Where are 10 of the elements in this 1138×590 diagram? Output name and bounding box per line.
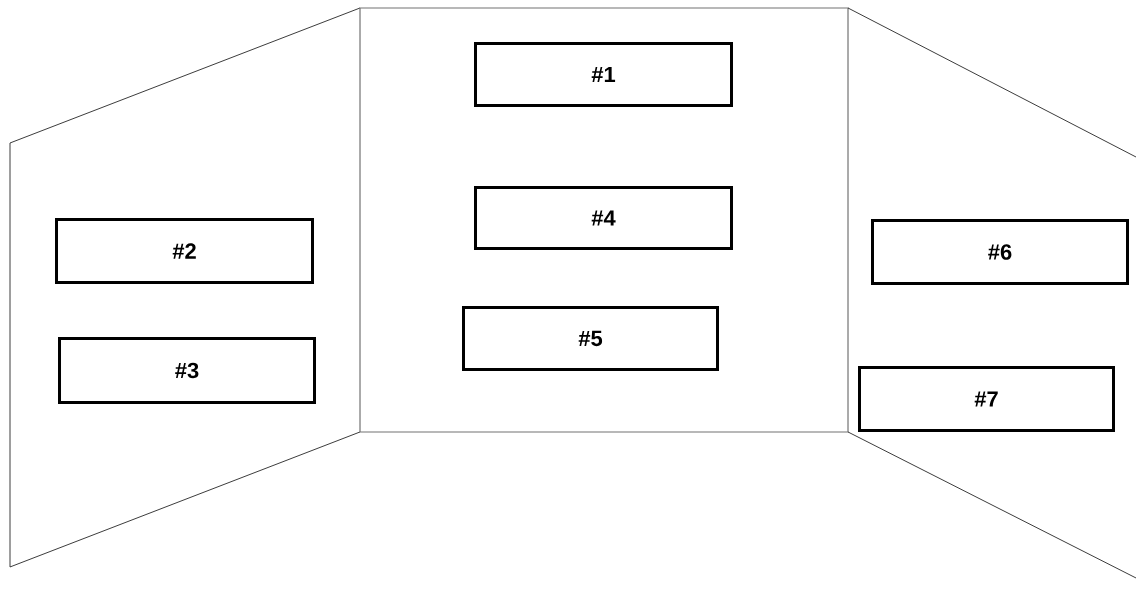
label-box: #3	[58, 337, 316, 404]
label-box: #2	[55, 218, 314, 284]
board-panel	[359, 7, 849, 433]
board-panel	[9, 7, 361, 568]
label-box: #6	[871, 219, 1129, 285]
label-box: #5	[462, 306, 719, 371]
board-panel	[847, 7, 1137, 579]
label-box: #1	[474, 42, 733, 107]
label-box: #4	[474, 186, 733, 250]
label-box: #7	[858, 366, 1115, 432]
